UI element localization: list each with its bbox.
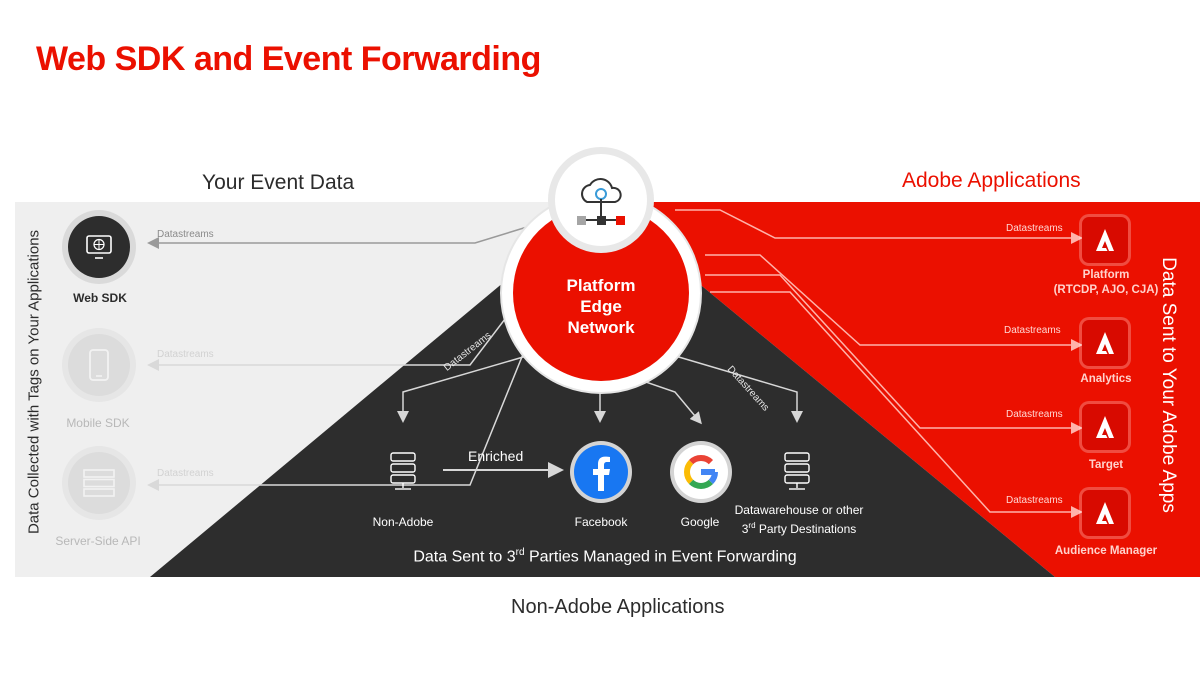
google-label: Google [680, 515, 720, 529]
facebook-logo-icon [593, 456, 610, 491]
target-app-label: Target [1088, 459, 1124, 471]
mobile-sdk-label: Mobile SDK [66, 416, 130, 430]
banner-suffix: Parties Managed in Event Forwarding [524, 548, 797, 566]
event-forwarding-banner: Data Sent to 3rd Parties Managed in Even… [405, 547, 805, 566]
cloud-network-icon [577, 178, 625, 225]
adobe-logo-icon [1096, 502, 1114, 524]
datastreams-audience-manager: Datastreams [1006, 495, 1063, 506]
banner-prefix: Data Sent to 3 [413, 548, 516, 566]
datastreams-mobile-sdk: Datastreams [157, 349, 214, 360]
datastream-arrow-platform [675, 209, 1083, 244]
analytics-app-tile [1082, 320, 1128, 366]
left-vertical-label: Data Collected with Tags on Your Applica… [25, 229, 43, 535]
datawarehouse-label-suffix: Party Destinations [755, 522, 857, 536]
datastreams-web-sdk: Datastreams [157, 229, 214, 240]
database-server-icon [390, 452, 416, 490]
google-logo-icon [684, 455, 718, 489]
datastream-arrow-web-sdk [147, 222, 541, 249]
datastream-arrow-analytics [705, 254, 1083, 351]
datawarehouse-label: Datawarehouse or other 3rd Party Destina… [733, 503, 865, 537]
datastreams-platform: Datastreams [1006, 223, 1063, 234]
enriched-label: Enriched [468, 448, 524, 464]
audience-manager-app-label: Audience Manager [1054, 545, 1158, 557]
web-sdk-label: Web SDK [73, 291, 127, 305]
datastream-arrow-server-api [147, 299, 546, 491]
forward-arrow-non-adobe [397, 354, 531, 423]
datawarehouse-label-line2: 3rd Party Destinations [733, 518, 865, 537]
target-app-tile [1082, 404, 1128, 450]
datawarehouse-label-sup: rd [748, 521, 756, 530]
adobe-logo-icon [1096, 332, 1114, 354]
forward-arrow-google [639, 379, 702, 425]
forward-arrow-datawarehouse [671, 354, 803, 423]
datawarehouse-label-prefix: 3 [741, 522, 749, 536]
server-api-icon-bg [68, 452, 130, 514]
datastreams-target: Datastreams [1006, 409, 1063, 420]
datawarehouse-label-line1: Datawarehouse or other [734, 503, 864, 517]
platform-app-tile [1082, 217, 1128, 263]
monitor-globe-icon [86, 235, 112, 259]
audience-manager-app-tile [1082, 490, 1128, 536]
datastream-arrow-audience-manager [710, 291, 1083, 518]
analytics-app-label: Analytics [1080, 373, 1132, 385]
datawarehouse-server-icon [784, 452, 810, 490]
platform-edge-network-label: Platform Edge Network [566, 276, 636, 337]
adobe-logo-icon [1096, 416, 1114, 438]
datastreams-analytics: Datastreams [1004, 325, 1061, 336]
adobe-logo-icon [1096, 229, 1114, 251]
platform-app-label: Platform (RTCDP, AJO, CJA) [1053, 269, 1159, 296]
non-adobe-applications-header: Non-Adobe Applications [511, 596, 725, 618]
facebook-label: Facebook [574, 515, 628, 529]
adobe-apps-panel [600, 202, 1200, 577]
page-title: Web SDK and Event Forwarding [36, 40, 541, 78]
your-event-data-header: Your Event Data [202, 171, 355, 194]
server-rack-icon [83, 469, 115, 497]
datastream-arrow-target [705, 274, 1083, 434]
adobe-applications-header: Adobe Applications [902, 169, 1081, 192]
mobile-sdk-icon-bg [68, 334, 130, 396]
mobile-phone-icon [89, 349, 109, 381]
hub-red-core [513, 205, 689, 381]
non-adobe-label: Non-Adobe [372, 515, 434, 529]
datastreams-server-api: Datastreams [157, 468, 214, 479]
banner-sup: rd [515, 547, 525, 558]
server-side-api-label: Server-Side API [55, 534, 141, 548]
